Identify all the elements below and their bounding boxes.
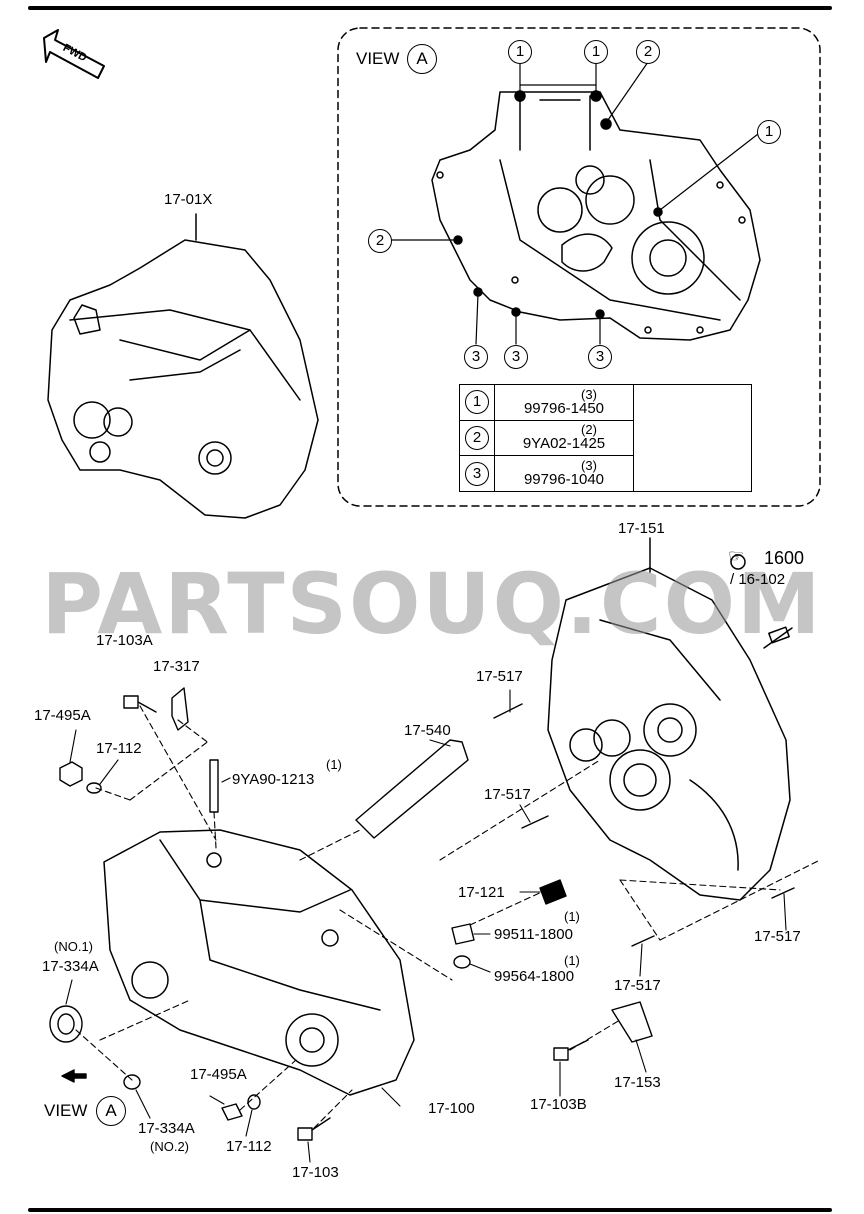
label-99564-qty: (1) [564, 953, 580, 968]
pin-17-517-c-icon [771, 887, 795, 899]
label-17-103[interactable]: 17-103 [292, 1164, 339, 1181]
label-17-517-b[interactable]: 17-517 [484, 786, 531, 803]
label-17-103a[interactable]: 17-103A [96, 632, 153, 649]
clutch-housing-drawing [547, 537, 793, 901]
callout-1-right: 1 [757, 120, 781, 144]
view-a-title-letter: A [407, 44, 437, 74]
label-17-517-a[interactable]: 17-517 [476, 668, 523, 685]
view-a-case-drawing [431, 90, 761, 341]
view-a-leaders [391, 61, 759, 345]
table-key-3: 3 [465, 461, 489, 486]
callout-3-bottom-2: 3 [504, 345, 528, 369]
view-a-arrow-icon [61, 1069, 87, 1083]
assembly-dashed-lines [75, 705, 821, 1129]
table-key-2: 2 [465, 425, 489, 450]
hand-pointer-icon: ☞ [728, 546, 745, 566]
washer-17-112-bot-icon [247, 1094, 261, 1110]
table-row: 3 (3) 99796-1040 [459, 455, 752, 492]
plug-17-495a-bot-icon [221, 1103, 243, 1121]
table-qty-3: (3) [581, 458, 597, 474]
view-a-arrow-label: VIEW [44, 1101, 88, 1120]
label-17-151[interactable]: 17-151 [618, 520, 665, 537]
bolt-spec-table: 1 (3) 99796-1450 2 (2) 9YA02-1425 3 (3) … [459, 384, 752, 492]
callout-3-bottom-1: 3 [464, 345, 488, 369]
label-17-334a-no1-tag: (NO.1) [54, 939, 93, 954]
label-17-334a-no2-tag: (NO.2) [150, 1139, 189, 1154]
label-17-01x[interactable]: 17-01X [164, 191, 213, 208]
transaxle-case-drawing [103, 829, 415, 1096]
bolt-17-103b-icon [553, 1047, 569, 1061]
stud-9ya90-icon [209, 759, 219, 813]
view-a-arrow-letter: A [96, 1096, 126, 1126]
label-17-112-top[interactable]: 17-112 [96, 740, 142, 757]
table-part-1: 99796-1450 [523, 399, 605, 417]
label-17-334a-bot[interactable]: 17-334A [138, 1120, 195, 1137]
plug-99511-icon [451, 923, 475, 945]
label-leaders [65, 689, 787, 1163]
table-bolt-cell [633, 384, 752, 492]
guide-17-540-icon [355, 739, 469, 839]
table-row: 2 (2) 9YA02-1425 [459, 419, 752, 457]
bracket-17-317-icon [171, 687, 189, 731]
label-17-540[interactable]: 17-540 [404, 722, 451, 739]
label-99511-1800[interactable]: 99511-1800 [494, 926, 573, 943]
washer-17-112-top-icon [86, 782, 102, 794]
label-99511-qty: (1) [564, 909, 580, 924]
label-17-121[interactable]: 17-121 [458, 884, 505, 901]
callout-1-top-left: 1 [508, 40, 532, 64]
pin-17-517-a-icon [493, 703, 523, 719]
label-17-495a-top[interactable]: 17-495A [34, 707, 91, 724]
label-17-334a-top[interactable]: 17-334A [42, 958, 99, 975]
label-17-103b[interactable]: 17-103B [530, 1096, 587, 1113]
bracket-17-153-icon [611, 1001, 653, 1043]
seal-17-334a-top-icon [49, 1005, 83, 1043]
table-qty-1: (3) [581, 386, 597, 402]
plate-17-121-icon [539, 879, 567, 905]
table-part-2: 9YA02-1425 [522, 435, 606, 453]
pin-17-517-b-icon [521, 815, 549, 829]
transaxle-assembly-drawing [47, 213, 319, 519]
table-key-1: 1 [465, 390, 489, 415]
ref-1600[interactable]: 1600 [764, 548, 805, 568]
label-99564-1800[interactable]: 99564-1800 [494, 968, 575, 985]
callout-1-top-mid: 1 [584, 40, 608, 64]
bolt-17-103-icon [297, 1127, 313, 1141]
plug-17-495a-top-icon [59, 761, 83, 787]
label-9ya90-1213[interactable]: 9YA90-1213 [232, 771, 315, 788]
label-17-153[interactable]: 17-153 [614, 1074, 661, 1091]
small-parts-drawing [49, 687, 795, 1141]
table-row: 1 (3) 99796-1450 [459, 384, 752, 492]
view-a-title: VIEW [356, 49, 400, 68]
bolt-17-103a-icon [123, 695, 139, 709]
seal-17-334a-bot-icon [123, 1074, 141, 1090]
watermark: PARTSOUQ.COM [41, 555, 823, 653]
view-a-frame [337, 27, 821, 507]
fwd-arrow-icon [43, 29, 105, 79]
label-17-317[interactable]: 17-317 [153, 658, 200, 675]
ref-16-102[interactable]: / 16-102 [730, 571, 786, 588]
label-17-517-d[interactable]: 17-517 [614, 977, 661, 994]
label-17-100[interactable]: 17-100 [428, 1100, 475, 1117]
label-17-112-bot[interactable]: 17-112 [226, 1138, 272, 1155]
pin-17-517-d-icon [631, 935, 655, 947]
washer-99564-icon [453, 955, 471, 969]
label-17-495a-bot[interactable]: 17-495A [190, 1066, 247, 1083]
label-17-517-c[interactable]: 17-517 [754, 928, 801, 945]
callout-2-top-right: 2 [636, 40, 660, 64]
callout-2-left: 2 [368, 229, 392, 253]
table-qty-2: (2) [581, 422, 597, 438]
label-9ya90-qty: (1) [326, 757, 342, 772]
callout-3-bottom-3: 3 [588, 345, 612, 369]
table-part-3: 99796-1040 [523, 471, 605, 489]
